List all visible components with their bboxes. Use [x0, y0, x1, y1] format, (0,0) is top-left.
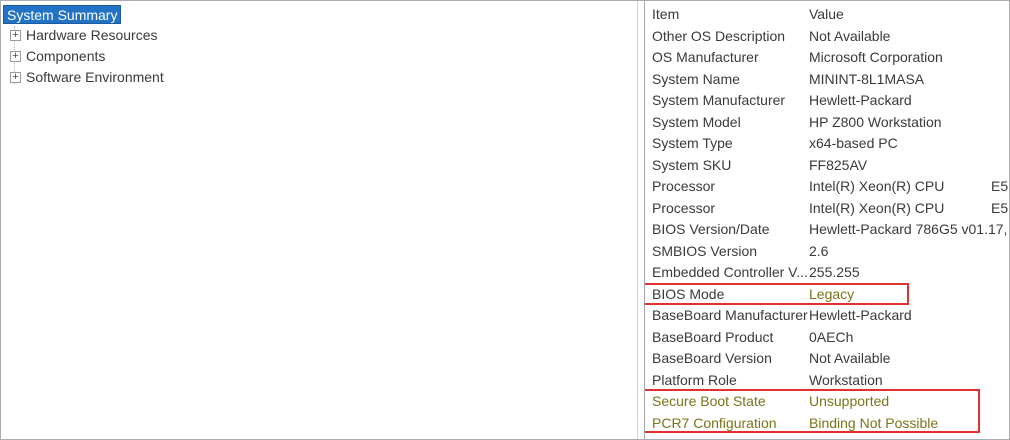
- table-row[interactable]: System Model HP Z800 Workstation: [652, 112, 1009, 134]
- value-cell: Workstation: [809, 371, 883, 388]
- table-row[interactable]: BIOS Version/Date Hewlett-Packard 786G5 v…: [652, 219, 1009, 241]
- value-cell: Binding Not Possible: [809, 414, 939, 431]
- value-cell: MININT-8L1MASA: [809, 70, 925, 87]
- value-cell: Legacy: [809, 285, 855, 302]
- tree-item-software-environment[interactable]: + Software Environment: [1, 67, 637, 88]
- table-row[interactable]: System Name MININT-8L1MASA: [652, 69, 1009, 91]
- table-row[interactable]: BaseBoard Version Not Available: [652, 348, 1009, 370]
- table-row[interactable]: Other OS Description Not Available: [652, 26, 1009, 48]
- value-cell: 2.6: [809, 242, 829, 259]
- value-cell: Hewlett-Packard 786G5 v01.17, 8/: [809, 221, 1009, 237]
- item-cell: System Model: [652, 113, 741, 130]
- table-row[interactable]: Platform Role Workstation: [652, 370, 1009, 392]
- value-cell: Not Available: [809, 27, 891, 44]
- item-cell: System Manufacturer: [652, 92, 786, 108]
- value-cell: Intel(R) Xeon(R) CPU E5506: [809, 199, 1009, 216]
- table-row[interactable]: OS Manufacturer Microsoft Corporation: [652, 47, 1009, 69]
- tree-item-label: Components: [26, 48, 106, 64]
- item-cell: BaseBoard Manufacturer: [652, 307, 808, 323]
- table-row[interactable]: BaseBoard Product 0AECh: [652, 327, 1009, 349]
- tree-item-label: System Summary: [3, 5, 122, 24]
- item-cell: System Type: [652, 135, 733, 151]
- table-row[interactable]: Embedded Controller V...255.255: [652, 262, 1009, 284]
- item-cell: OS Manufacturer: [652, 49, 759, 65]
- expand-plus-icon[interactable]: +: [10, 29, 21, 41]
- table-row[interactable]: System Type x64-based PC: [652, 133, 1009, 155]
- item-cell: BIOS Mode: [652, 285, 725, 302]
- item-cell: System Name: [652, 70, 740, 87]
- value-cell: 0AECh: [809, 328, 854, 345]
- table-row[interactable]: Secure Boot State Unsupported: [652, 391, 1009, 413]
- item-cell: BaseBoard Product: [652, 328, 774, 345]
- item-cell: BIOS Version/Date: [652, 221, 770, 237]
- item-cell: Secure Boot State: [652, 393, 766, 409]
- tree-item-components[interactable]: + Components: [1, 46, 637, 67]
- tree-item-hardware-resources[interactable]: + Hardware Resources: [1, 25, 637, 46]
- table-row[interactable]: BIOS Mode Legacy: [645, 282, 1009, 306]
- table-row[interactable]: Processor Intel(R) Xeon(R) CPU E5506: [652, 176, 1009, 198]
- column-header-value[interactable]: Value: [809, 6, 844, 22]
- table-row[interactable]: System SKU FF825AV: [652, 155, 1009, 177]
- item-cell: Platform Role: [652, 371, 737, 388]
- expand-plus-icon[interactable]: +: [10, 71, 21, 83]
- item-cell: PCR7 Configuration: [652, 414, 777, 431]
- item-cell: BaseBoard Version: [652, 350, 772, 366]
- value-cell: Unsupported: [809, 393, 890, 409]
- item-cell: Embedded Controller V...: [652, 264, 808, 280]
- value-cell: FF825AV: [809, 156, 868, 173]
- value-cell: Microsoft Corporation: [809, 49, 943, 65]
- value-cell: Hewlett-Packard: [809, 307, 912, 323]
- item-cell: SMBIOS Version: [652, 242, 758, 259]
- column-header-item[interactable]: Item: [652, 6, 680, 22]
- item-cell: System SKU: [652, 156, 732, 173]
- table-row[interactable]: SMBIOS Version 2.6: [652, 241, 1009, 263]
- tree-item-system-summary[interactable]: System Summary: [1, 4, 637, 25]
- value-cell: 255.255: [809, 264, 860, 280]
- table-row[interactable]: Processor Intel(R) Xeon(R) CPU E5506: [652, 198, 1009, 220]
- table-header: Item Value: [652, 4, 1009, 26]
- expand-plus-icon[interactable]: +: [10, 50, 21, 62]
- item-cell: Other OS Description: [652, 27, 786, 44]
- value-cell: HP Z800 Workstation: [809, 113, 942, 130]
- value-cell: Not Available: [809, 350, 891, 366]
- table-row[interactable]: System Manufacturer Hewlett-Packard: [652, 90, 1009, 112]
- category-tree-pane: System Summary + Hardware Resources + Compon…: [1, 1, 638, 439]
- item-cell: Processor: [652, 199, 716, 216]
- value-cell: Intel(R) Xeon(R) CPU E5506: [809, 178, 1009, 194]
- value-cell: x64-based PC: [809, 135, 898, 151]
- item-cell: Processor: [652, 178, 716, 194]
- category-tree: System Summary + Hardware Resources + Compon…: [1, 4, 637, 88]
- value-cell: Hewlett-Packard: [809, 92, 912, 108]
- tree-item-label: Hardware Resources: [26, 27, 158, 43]
- tree-item-label: Software Environment: [26, 69, 164, 85]
- table-row[interactable]: PCR7 Configuration Binding Not Possible: [652, 413, 1009, 435]
